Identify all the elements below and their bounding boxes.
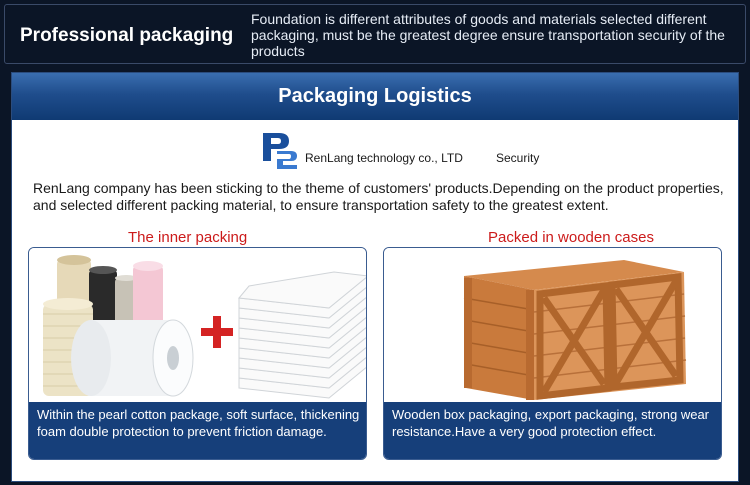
panel-title: Packaging Logistics xyxy=(278,85,472,107)
inner-packing-card: Within the pearl cotton package, soft su… xyxy=(28,247,367,460)
company-name: RenLang technology co., LTD xyxy=(305,151,463,165)
top-banner-frame xyxy=(4,4,746,64)
wooden-crates-image xyxy=(384,248,721,403)
wooden-case-caption: Wooden box packaging, export packaging, … xyxy=(384,402,721,459)
inner-packing-label: The inner packing xyxy=(128,229,248,246)
inner-packing-caption: Within the pearl cotton package, soft su… xyxy=(29,402,366,459)
banner-title: Professional packaging xyxy=(20,25,234,46)
intro-text: RenLang company has been sticking to the… xyxy=(33,180,724,213)
panel-header: Packaging Logistics xyxy=(12,73,738,120)
wooden-case-card: Wooden box packaging, export packaging, … xyxy=(383,247,722,460)
wooden-case-label: Packed in wooden cases xyxy=(488,229,654,246)
top-banner: Professional packaging Foundation is dif… xyxy=(0,0,750,68)
company-tag: Security xyxy=(496,151,540,165)
renlang-logo-icon xyxy=(257,127,302,172)
foam-rolls-and-sheets-image xyxy=(29,248,366,403)
banner-description: Foundation is different attributes of go… xyxy=(251,11,725,59)
packaging-panel: Packaging Logistics RenLang technology c… xyxy=(11,72,739,482)
